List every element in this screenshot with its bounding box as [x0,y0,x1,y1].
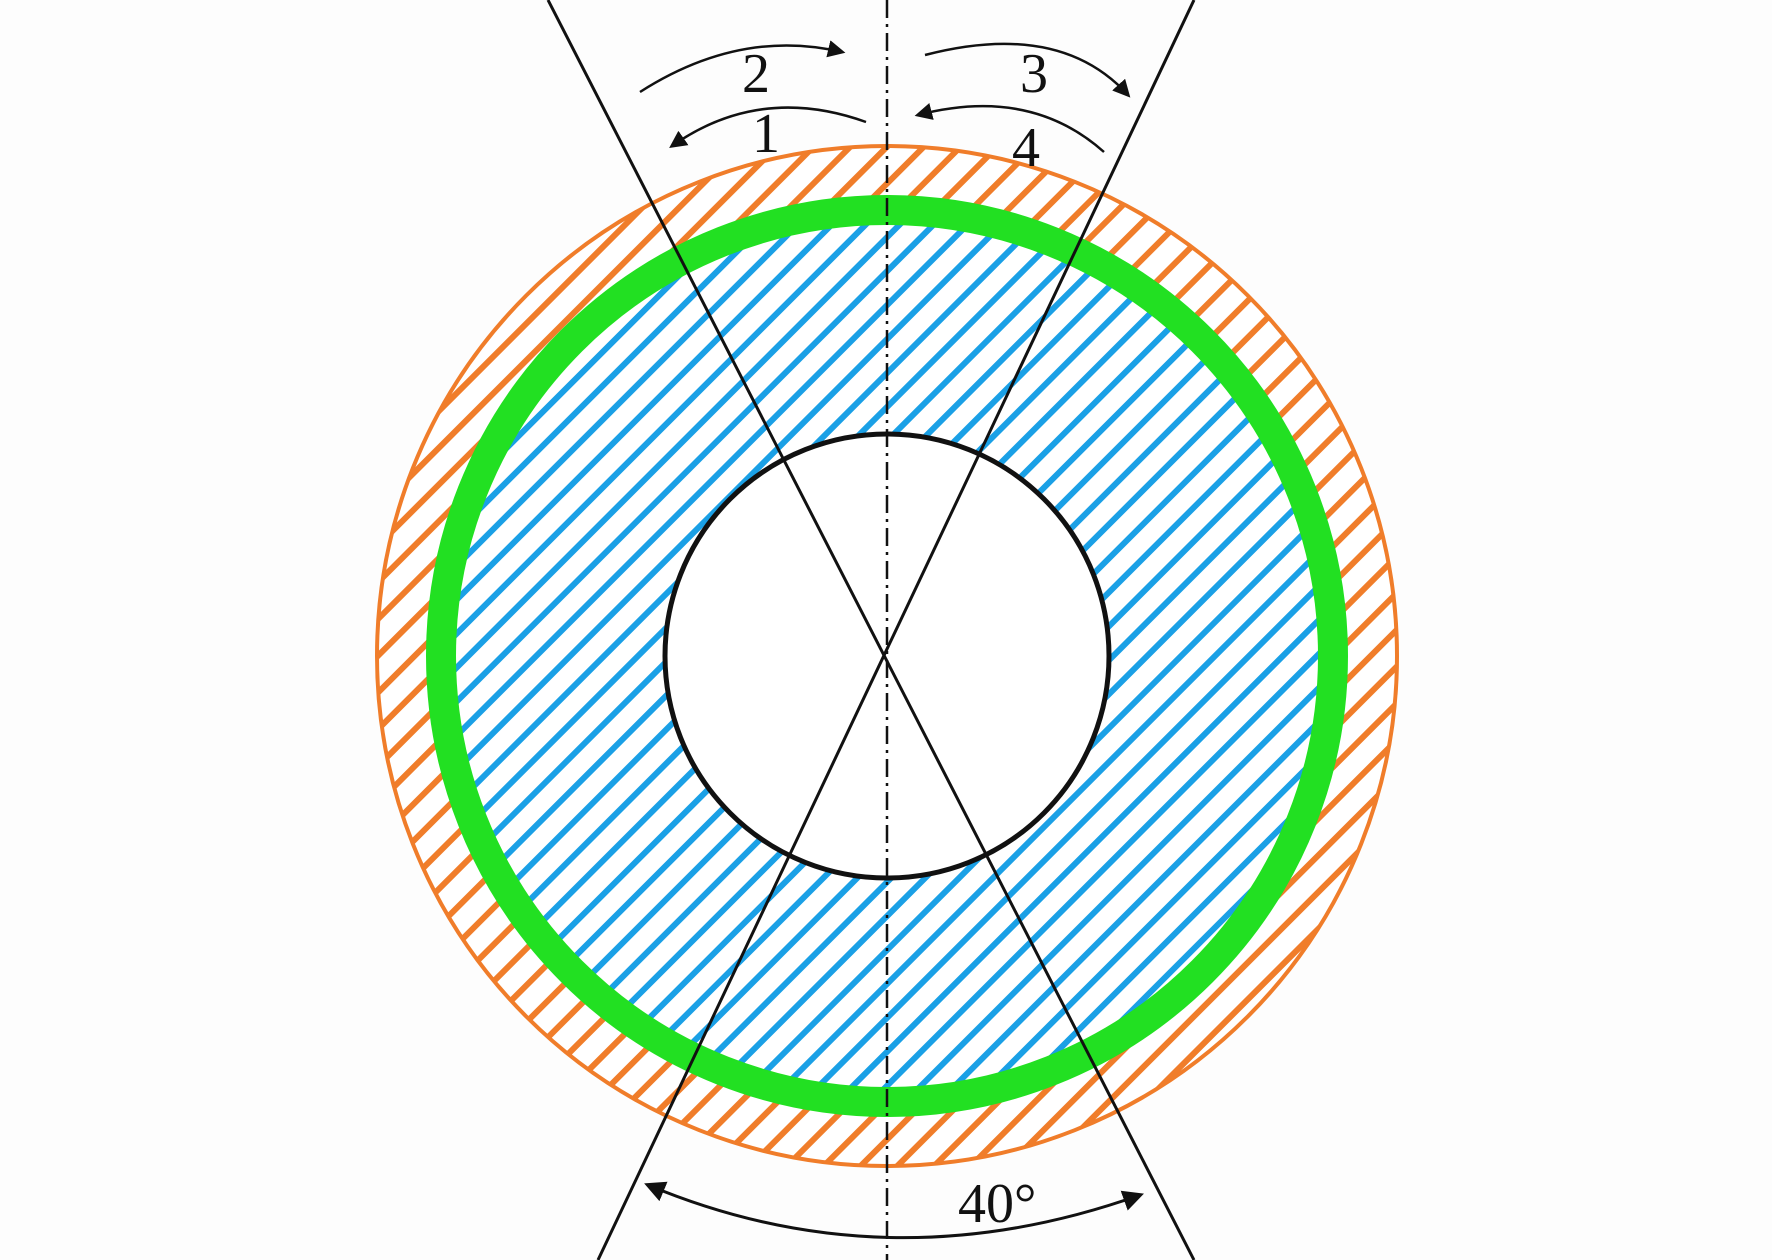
arc-arrow-4 [914,103,1105,153]
arc-arrow-2 [639,40,846,94]
arrow-label-2: 2 [742,43,770,105]
arc-arrow-1 [669,106,867,149]
arrow-label-4: 4 [1012,117,1040,179]
crossing-line-left [546,0,1196,1260]
arrow-label-1: 1 [752,103,780,165]
angle-arc [644,1181,1144,1240]
angle-label: 40° [958,1173,1036,1235]
arc-arrow-3 [924,42,1131,98]
crossing-line-right [596,0,1196,1260]
arrow-label-3: 3 [1020,43,1048,105]
